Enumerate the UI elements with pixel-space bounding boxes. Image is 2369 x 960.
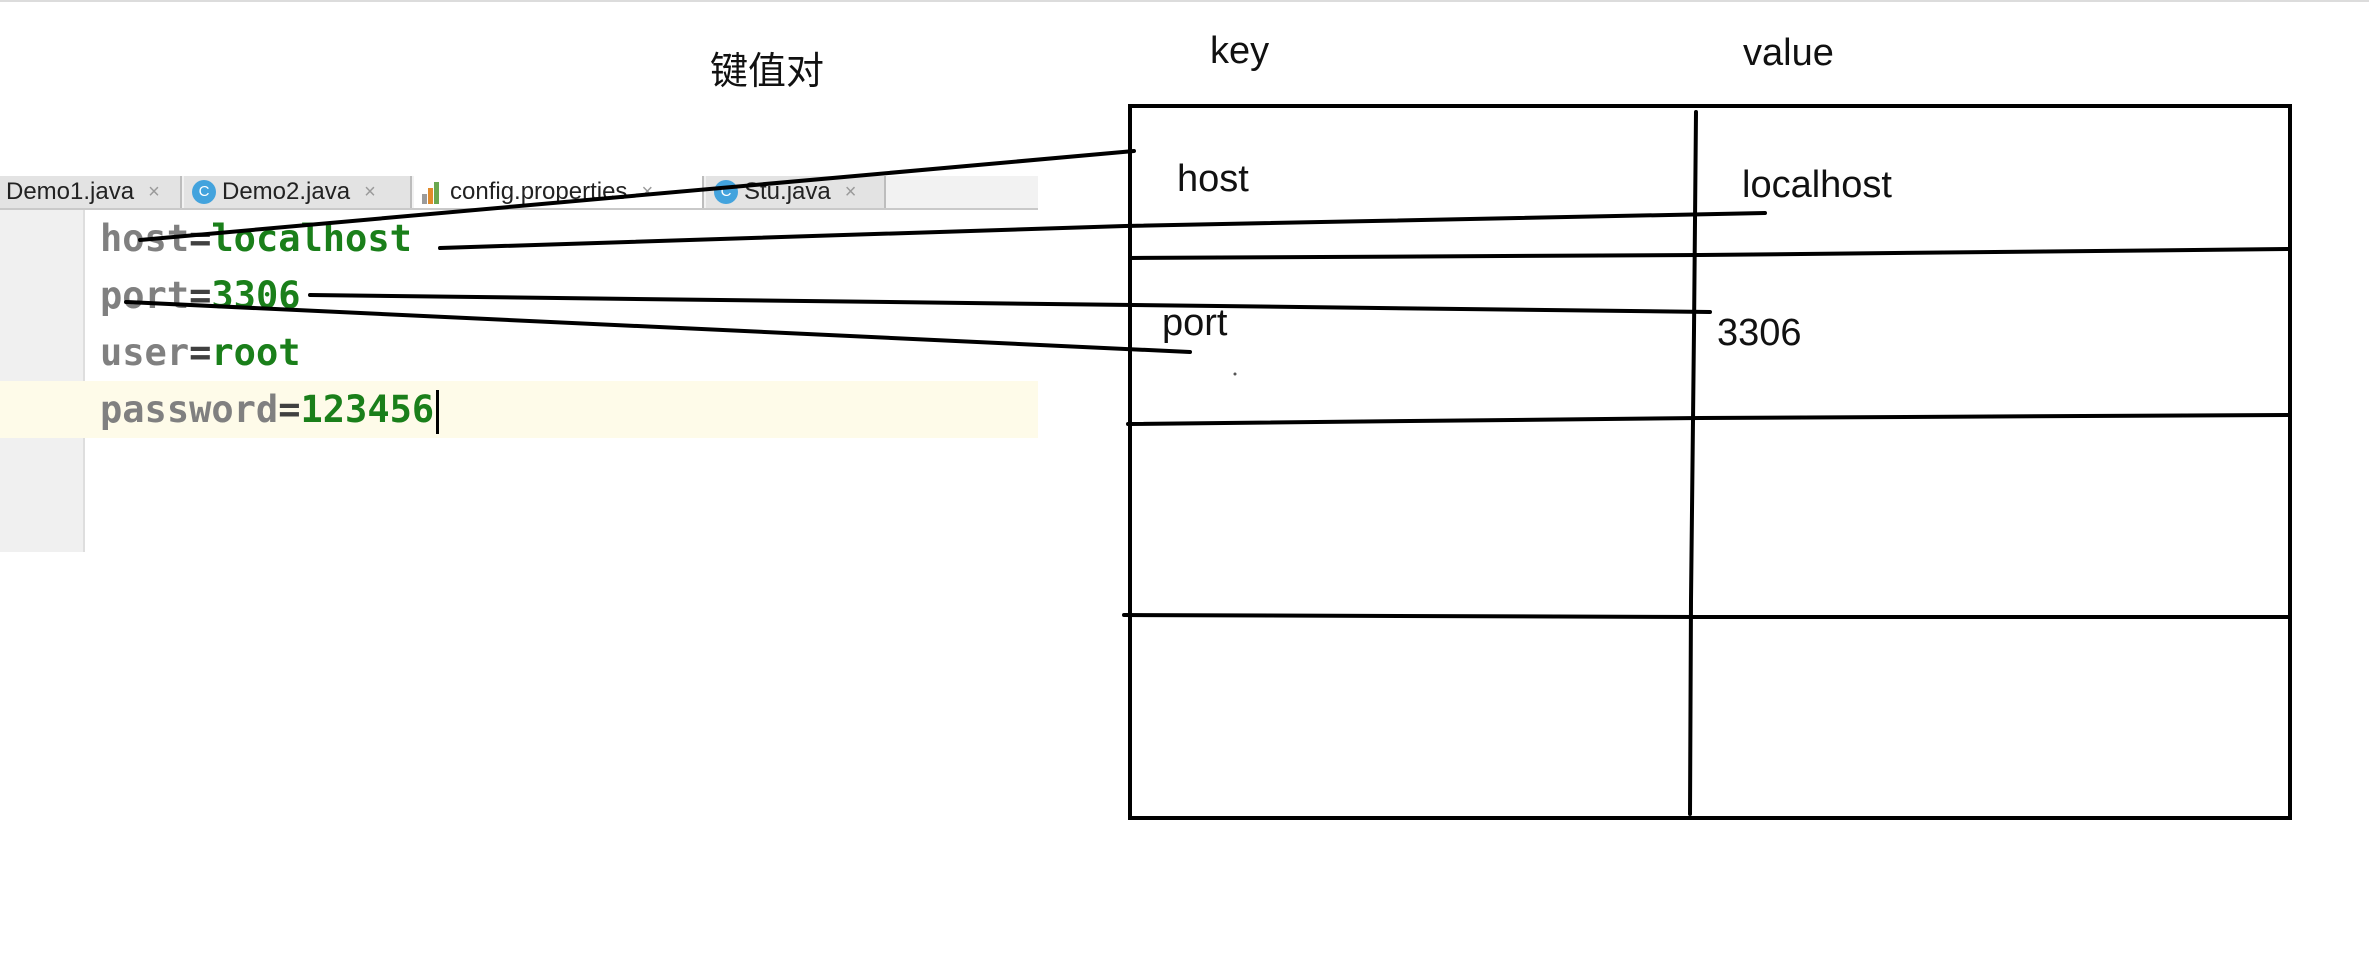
table-cell-key: host (1177, 158, 1249, 200)
top-rule (0, 0, 2369, 2)
column-header-value: value (1743, 32, 1834, 74)
code-line-user[interactable]: user=root (0, 324, 1038, 381)
tab-label: config.properties (450, 178, 628, 205)
tab-stu-java[interactable]: C Stu.java × (706, 176, 886, 208)
tab-label: Stu.java (744, 178, 831, 205)
property-value: root (211, 331, 301, 374)
tab-label: Demo2.java (222, 178, 351, 205)
table-cell-key: port (1162, 302, 1228, 344)
property-key: password (100, 388, 279, 431)
table-cell-value: 3306 (1717, 312, 1802, 354)
property-key: user (100, 331, 190, 374)
tab-demo1-java[interactable]: Demo1.java × (0, 176, 182, 208)
tab-label: Demo1.java (6, 178, 135, 205)
code-line-host[interactable]: host=localhost (0, 210, 1038, 267)
close-icon[interactable]: × (148, 180, 160, 203)
code-area[interactable]: host=localhost port=3306 user=root passw… (0, 210, 1038, 438)
table-border (1128, 104, 2292, 820)
property-separator: = (189, 274, 212, 317)
class-icon: C (192, 180, 216, 204)
tab-demo2-java[interactable]: C Demo2.java × (184, 176, 412, 208)
text-caret (436, 389, 440, 434)
property-separator: = (189, 331, 212, 374)
column-divider (1688, 110, 1698, 816)
row-divider (1122, 613, 2292, 619)
property-key: port (100, 274, 190, 317)
row-divider (1128, 247, 2292, 260)
code-editor: Demo1.java × C Demo2.java × config.prope… (0, 170, 1038, 552)
page-title: 键值对 (710, 49, 825, 93)
table-cell-value: localhost (1742, 164, 1892, 206)
property-separator: = (278, 388, 301, 431)
property-value: localhost (211, 217, 412, 260)
class-icon: C (714, 180, 738, 204)
column-header-key: key (1210, 30, 1270, 72)
property-separator: = (189, 217, 212, 260)
property-value: 3306 (211, 274, 301, 317)
row-divider (1126, 413, 2292, 426)
close-icon[interactable]: × (641, 180, 654, 203)
editor-tab-bar: Demo1.java × C Demo2.java × config.prope… (0, 176, 1038, 210)
code-line-password[interactable]: password=123456 (0, 381, 1038, 438)
code-line-port[interactable]: port=3306 (0, 267, 1038, 324)
tab-config-properties[interactable]: config.properties × (414, 176, 704, 208)
close-icon[interactable]: × (364, 180, 376, 203)
property-value: 123456 (300, 388, 435, 431)
close-icon[interactable]: × (844, 180, 857, 203)
properties-file-icon (422, 180, 444, 204)
property-key: host (100, 217, 190, 260)
stray-dot (1233, 372, 1237, 376)
